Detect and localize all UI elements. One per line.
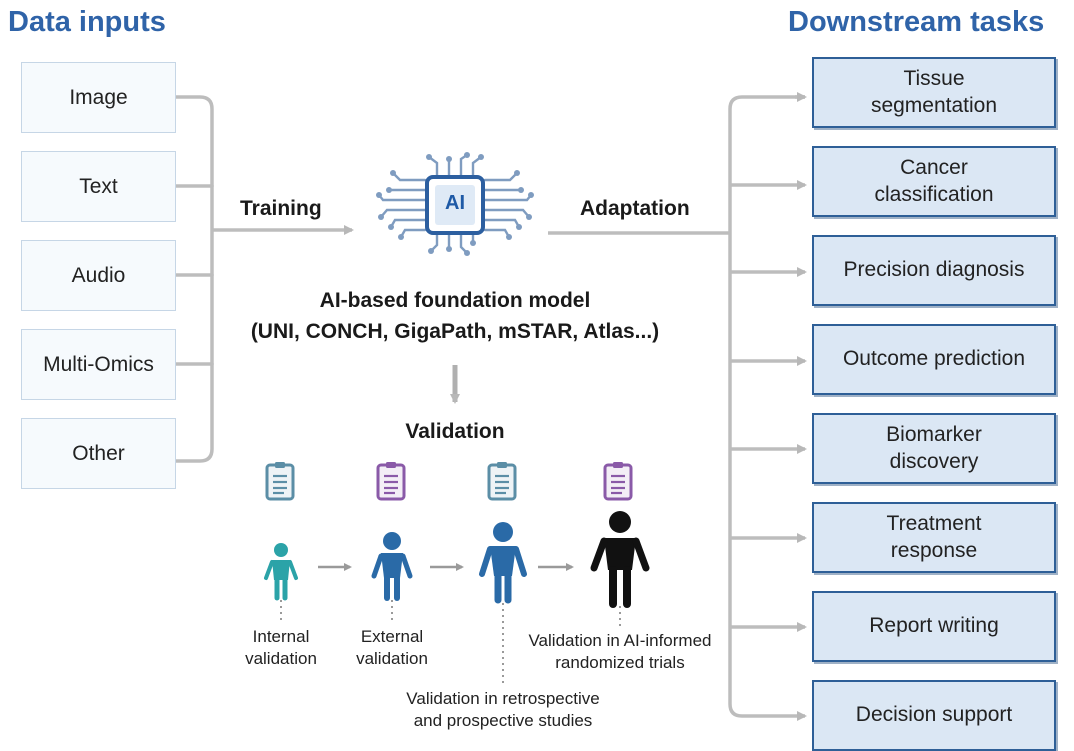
output-treatment-response: Treatment response: [812, 502, 1056, 573]
model-title: AI-based foundation model: [319, 289, 591, 312]
ai-chip-label: AI: [445, 192, 465, 214]
output-tissue-segmentation: Tissue segmentation: [812, 57, 1056, 128]
stage-randomized-trials: Validation in AI-informed randomized tri…: [528, 631, 712, 673]
brain-chip-icon: [376, 152, 534, 256]
model-examples: (UNI, CONCH, GigaPath, mSTAR, Atlas...): [250, 320, 660, 343]
output-decision-support: Decision support: [812, 680, 1056, 751]
input-multi-omics: Multi-Omics: [21, 329, 176, 400]
output-cancer-classification: Cancer classification: [812, 146, 1056, 217]
input-text: Text: [21, 151, 176, 222]
heading-data-inputs: Data inputs: [8, 6, 166, 38]
stage-retrospective-prospective: Validation in retrospective and prospect…: [406, 689, 600, 731]
input-image: Image: [21, 62, 176, 133]
heading-downstream-tasks: Downstream tasks: [788, 6, 1045, 38]
output-outcome-prediction: Outcome prediction: [812, 324, 1056, 395]
output-report-writing: Report writing: [812, 591, 1056, 662]
stage-internal-validation: Internal validation: [245, 627, 317, 669]
input-audio: Audio: [21, 240, 176, 311]
input-bracket: [174, 95, 214, 463]
adaptation-label: Adaptation: [580, 197, 690, 220]
validation-heading: Validation: [405, 420, 505, 443]
output-precision-diagnosis: Precision diagnosis: [812, 235, 1056, 306]
stage-external-validation: External validation: [356, 627, 428, 669]
input-other: Other: [21, 418, 176, 489]
output-spine: [728, 95, 807, 721]
output-biomarker-discovery: Biomarker discovery: [812, 413, 1056, 484]
training-label: Training: [240, 197, 322, 220]
